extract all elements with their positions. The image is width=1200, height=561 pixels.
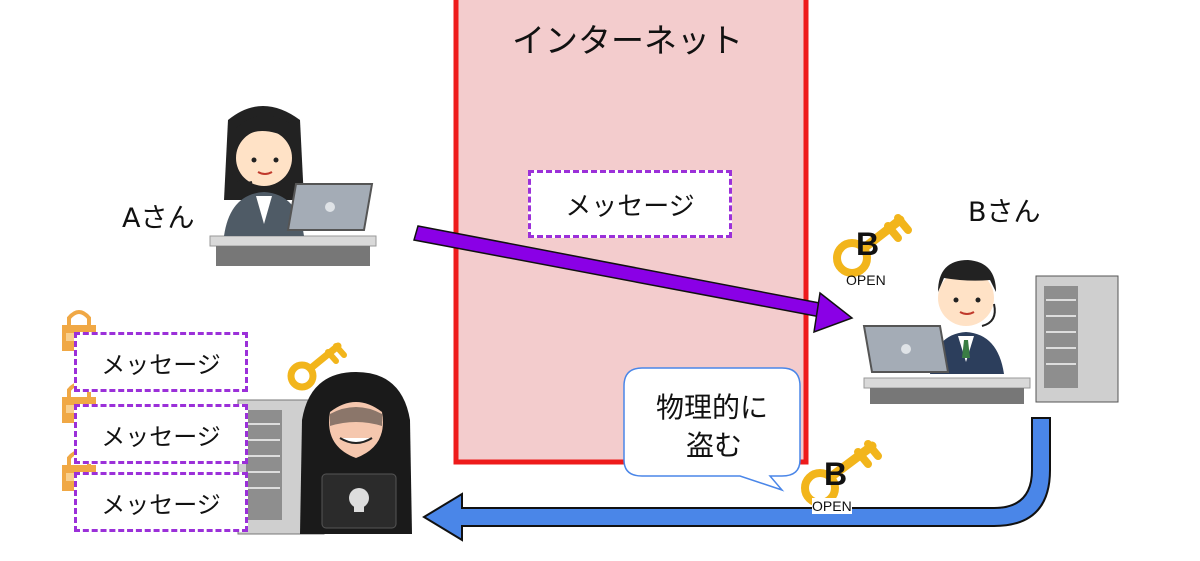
person-b-illustration [862,260,1119,404]
stolen-message-label-1: メッセージ [101,350,221,379]
person-b-label: Bさん [968,197,1041,228]
key-letter-top: B [856,226,880,262]
speech-bubble [623,367,801,492]
attacker-illustration [237,372,412,535]
stolen-message-box-1: メッセージ [74,332,248,392]
stolen-message-label-3: メッセージ [101,490,221,519]
key-caption-bottom: OPEN [812,498,852,514]
key-letter-bottom: B [824,456,848,492]
key-icon-attacker [287,342,347,391]
message-label: メッセージ [565,191,695,222]
person-a-label: Aさん [122,203,195,234]
speech-line-1: 物理的に [656,391,769,424]
key-icon-b-top [833,214,912,277]
stolen-message-box-3: メッセージ [74,472,248,532]
key-caption-top: OPEN [846,272,886,288]
internet-label: インターネット [512,21,743,60]
speech-line-2: 盗む [686,429,743,462]
steal-arrow [422,417,1051,542]
stolen-message-label-2: メッセージ [101,422,221,451]
message-box-internet: メッセージ [528,170,732,238]
person-a-illustration [209,106,377,266]
stolen-message-box-2: メッセージ [74,404,248,464]
send-arrow [413,225,854,334]
